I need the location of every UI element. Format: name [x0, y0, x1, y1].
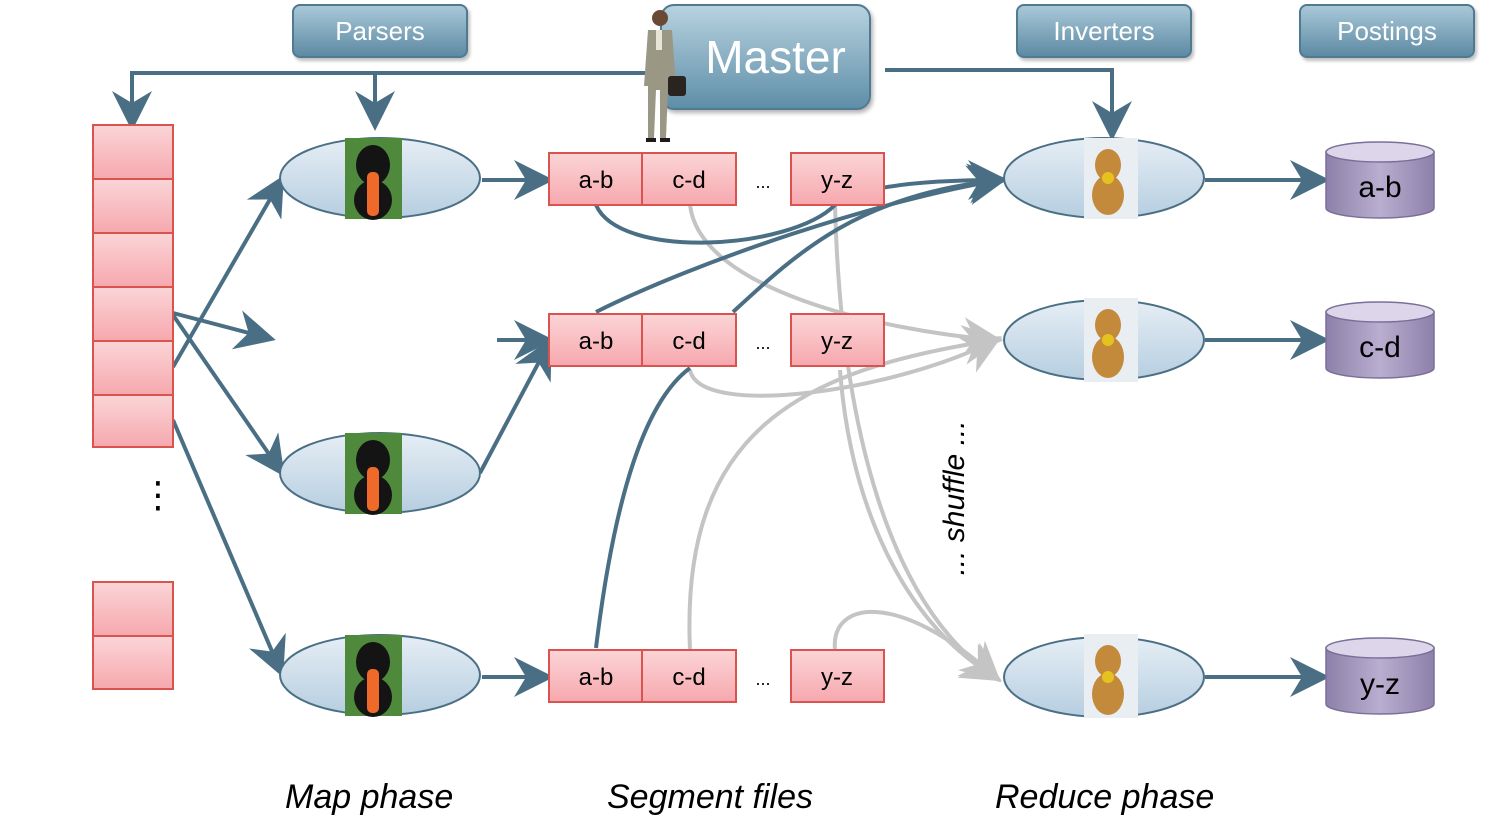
reduce-phase-caption: Reduce phase — [995, 778, 1215, 816]
segment-arrow — [731, 163, 1008, 314]
input-split — [92, 286, 174, 342]
input-split — [92, 394, 174, 448]
input-split — [92, 232, 174, 288]
parser-node — [279, 634, 481, 717]
split-arrow — [171, 419, 286, 678]
inverter-node — [1003, 634, 1205, 718]
parser-arrow — [478, 337, 552, 474]
black-dog-icon — [345, 433, 402, 515]
inverter-node — [1003, 298, 1205, 382]
parser-node — [279, 432, 481, 515]
posting-cylinder: a-b — [1325, 141, 1435, 219]
input-split — [92, 635, 174, 690]
posting-cylinder: y-z — [1325, 637, 1435, 715]
master-box: Master — [660, 4, 871, 110]
segment-arrow — [595, 165, 1008, 314]
master-arrow — [885, 68, 1132, 141]
segment-row: a-b c-d ... y-z — [548, 649, 885, 703]
map-phase-caption: Map phase — [285, 778, 454, 816]
split-arrow — [171, 175, 285, 369]
input-split — [92, 340, 174, 396]
input-split — [92, 581, 174, 637]
input-split — [92, 124, 174, 180]
shuffle-arrow — [687, 325, 1003, 651]
segment-label: a-b — [579, 664, 614, 691]
shuffle-arrow — [833, 204, 1002, 682]
segment-ellipsis: ... — [755, 333, 770, 353]
segment-label: c-d — [672, 328, 705, 355]
input-split — [92, 178, 174, 234]
split-arrow — [171, 313, 285, 477]
master-arrow — [112, 71, 645, 131]
segment-label: a-b — [579, 328, 614, 355]
golden-dog-icon — [1084, 138, 1138, 219]
posting-cylinder: c-d — [1325, 301, 1435, 379]
parsers — [279, 137, 481, 717]
inverters-header: Inverters — [1016, 4, 1192, 58]
segment-ellipsis: ... — [755, 669, 770, 689]
postings-header: Postings — [1299, 4, 1475, 58]
segment-files: a-b c-d ... y-z a-b c-d ... y-z a-b c-d … — [548, 152, 885, 703]
businessman-icon — [644, 10, 686, 142]
segment-row: a-b c-d ... y-z — [548, 313, 885, 367]
segment-arrow — [594, 203, 837, 245]
segment-label: y-z — [821, 664, 853, 691]
split-arrow — [172, 310, 276, 350]
posting-label: y-z — [1360, 668, 1400, 701]
segment-files-caption: Segment files — [607, 778, 813, 816]
parsers-header: Parsers — [292, 4, 468, 58]
golden-dog-icon — [1084, 634, 1138, 718]
flow-arrows — [112, 68, 1330, 697]
black-dog-icon — [345, 138, 402, 220]
segment-label: c-d — [672, 167, 705, 194]
posting-label: c-d — [1359, 331, 1401, 364]
shuffle-arrow — [832, 610, 1001, 683]
input-splits — [92, 124, 174, 690]
segment-label: y-z — [821, 328, 853, 355]
shuffle-arrow — [688, 204, 1003, 358]
segment-label: c-d — [672, 664, 705, 691]
shuffle-label: ... shuffle ... — [938, 420, 971, 576]
inverters — [1003, 137, 1205, 718]
segment-ellipsis: ... — [755, 172, 770, 192]
golden-dog-icon — [1084, 298, 1138, 382]
inverter-node — [1003, 137, 1205, 219]
segment-label: y-z — [821, 167, 853, 194]
segment-label: a-b — [579, 167, 614, 194]
split-ellipsis: ⋮ — [140, 474, 176, 515]
shuffle-arrows — [687, 204, 1003, 683]
segment-row: a-b c-d ... y-z — [548, 152, 885, 206]
black-dog-icon — [345, 635, 402, 717]
postings: a-b c-d y-z — [1325, 141, 1435, 715]
parser-node — [279, 137, 481, 220]
posting-label: a-b — [1358, 171, 1401, 204]
segment-arrow — [594, 366, 692, 649]
